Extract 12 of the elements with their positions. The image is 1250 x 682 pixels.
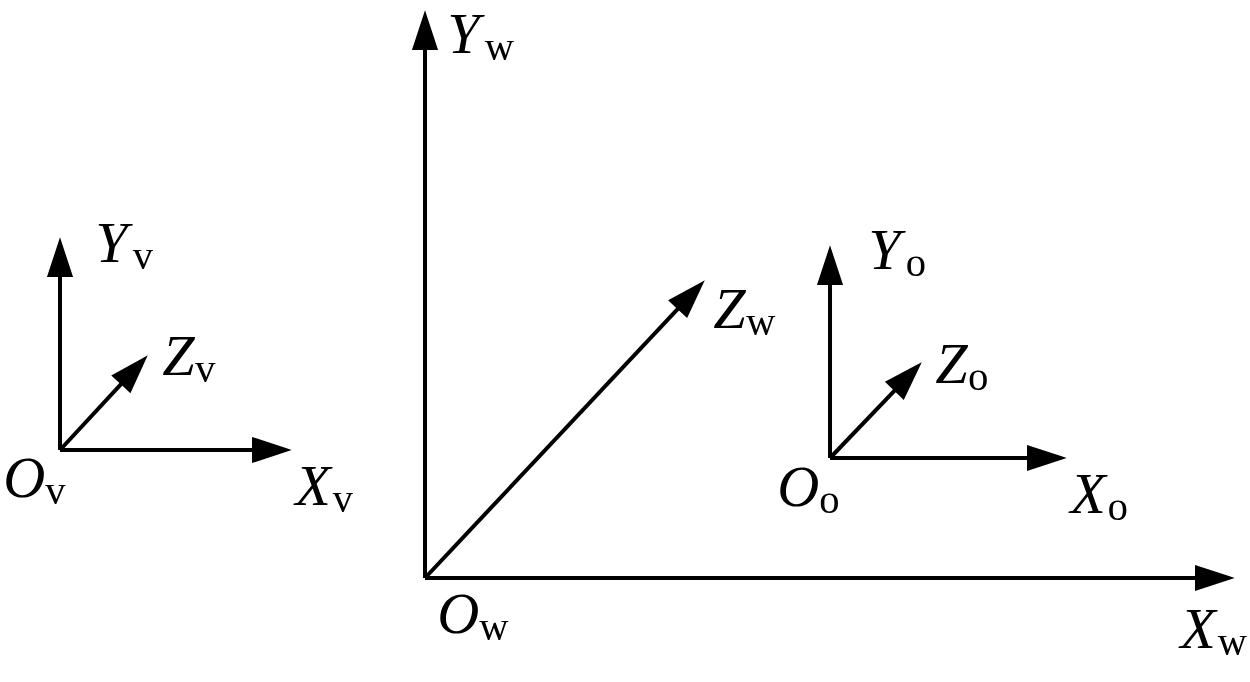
axis-label: X$_{v}$	[293, 467, 353, 512]
axis-label: O$_{o}$	[780, 467, 838, 513]
axis-label: O$_{v}$	[6, 458, 66, 504]
axis-label: X$_{w}$	[1178, 610, 1247, 655]
axis-label: Y$_{w}$	[450, 15, 514, 60]
axis-label: Z$_{w}$	[714, 290, 776, 335]
axis-label: Z$_{o}$	[936, 345, 987, 390]
axis-label: Z$_{v}$	[163, 337, 216, 382]
axis-label: Y$_{o}$	[871, 231, 925, 276]
axis-label: O$_{w}$	[440, 594, 509, 640]
axis-label: X$_{o}$	[1068, 475, 1127, 520]
axis-label: Y$_{v}$	[98, 224, 154, 269]
